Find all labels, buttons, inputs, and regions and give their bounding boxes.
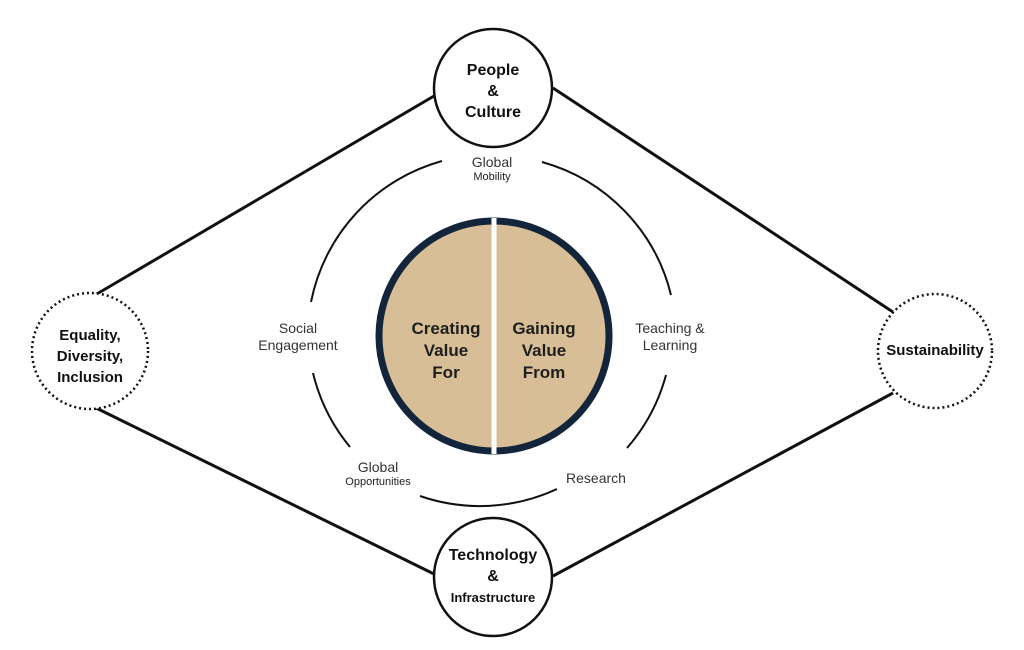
gaining-line: Gaining — [512, 319, 576, 338]
node-inclusion-line: Inclusion — [57, 369, 123, 386]
ring-arc-top-left — [310, 160, 443, 303]
label-teaching-learning: Teaching & Learning — [624, 320, 716, 354]
engagement-line: Engagement — [258, 336, 338, 353]
center-creating-value-for: Creating Value For — [398, 318, 494, 383]
global-mobility-line1: Global — [471, 154, 513, 170]
global-opportunities-line2: Opportunities — [345, 475, 411, 488]
node-sustainability: Sustainability — [874, 342, 996, 360]
label-social-engagement: Social Engagement — [252, 320, 344, 354]
node-infrastructure-line: Infrastructure — [450, 590, 536, 605]
node-equality-diversity-inclusion: Equality, Diversity, Inclusion — [38, 325, 142, 388]
center-gaining-value-from: Gaining Value From — [496, 318, 592, 383]
ring-arc-bottom — [419, 488, 558, 508]
node-bottom-circle — [432, 516, 554, 638]
node-technology-infrastructure: Technology & Infrastructure — [438, 545, 548, 608]
social-line: Social — [278, 320, 318, 336]
value-line-right: Value — [521, 340, 567, 360]
global-mobility-line2: Mobility — [473, 170, 511, 183]
connector-left-bottom — [89, 403, 435, 576]
node-right-circle — [876, 292, 994, 410]
label-research: Research — [556, 470, 636, 487]
node-technology-line: Technology — [448, 547, 538, 564]
connector-right-bottom — [552, 391, 894, 578]
node-left-circle — [30, 291, 150, 411]
ring-arc-right-lower — [626, 374, 667, 449]
node-ampersand-line: & — [487, 83, 499, 100]
label-global-mobility: Global Mobility — [452, 154, 532, 184]
for-line: For — [432, 362, 460, 382]
node-people-culture: People & Culture — [443, 60, 543, 123]
ring-arc-top-right — [541, 161, 672, 296]
node-people-line: People — [466, 62, 520, 79]
creating-line: Creating — [411, 319, 481, 338]
global-opportunities-line1: Global — [357, 459, 399, 475]
research-line: Research — [566, 470, 626, 486]
node-culture-line: Culture — [465, 104, 521, 121]
connector-top-left — [89, 94, 435, 300]
value-line-left: Value — [423, 340, 469, 360]
teaching-line: Teaching & — [635, 320, 705, 336]
from-line: From — [522, 362, 566, 382]
node-equality-line: Equality, — [59, 327, 121, 344]
node-diversity-line: Diversity, — [56, 348, 124, 365]
node-ampersand-line-bottom: & — [487, 568, 499, 585]
connector-top-right — [552, 86, 894, 314]
ring-arc-left-lower — [312, 372, 351, 448]
node-sustainability-line: Sustainability — [886, 342, 984, 359]
node-top-circle — [432, 27, 554, 149]
label-global-opportunities: Global Opportunities — [330, 459, 426, 489]
learning-line: Learning — [642, 336, 698, 353]
